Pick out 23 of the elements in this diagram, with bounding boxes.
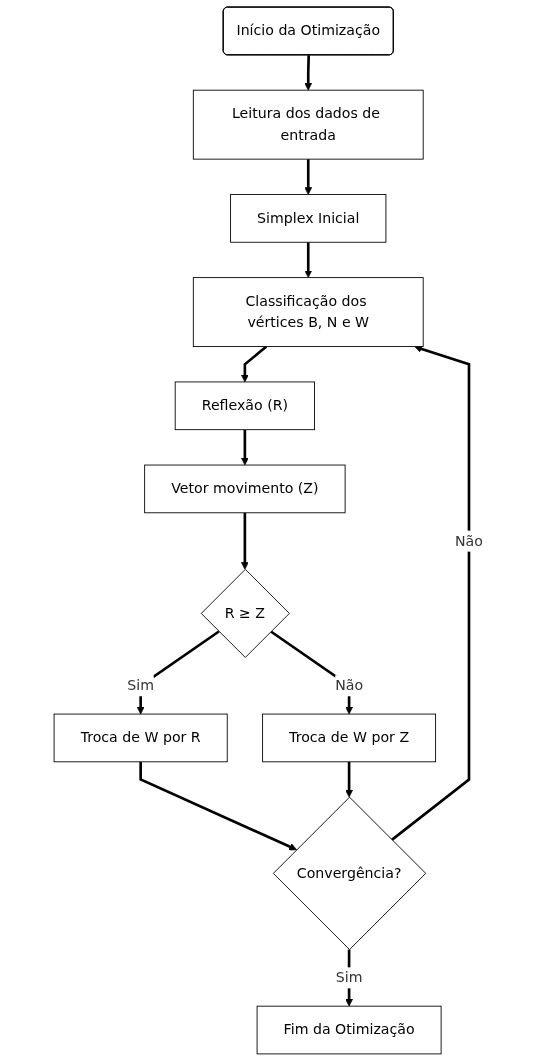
arrow [391,345,471,841]
arrow [240,345,268,383]
node-box: Troca de W por Z [262,713,437,763]
node-box: Simplex Inicial [230,194,387,243]
node-box: Fim da Otimização [256,1005,442,1055]
arrow [304,242,313,278]
edge-label: Não [335,676,364,694]
arrow [304,159,313,195]
arrow [139,761,297,851]
node-box: Vetor movimento (Z) [144,464,346,514]
arrow [304,55,313,91]
arrow [240,429,249,466]
edge-label: Não [455,532,483,550]
node-diamond: R ≥ Z [200,568,290,658]
arrow [240,512,249,570]
edge-label: Sim [335,969,363,986]
node-diamond: Convergência? [272,796,427,951]
node-box: Reflexão (R) [174,381,315,431]
node-box: Leitura dos dados de entrada [192,89,424,160]
edge-label: Sim [127,676,154,694]
node-box: Troca de W por R [53,713,228,763]
node-box: Classificação dos vértices B, N e W [192,277,424,347]
arrow [345,761,353,798]
